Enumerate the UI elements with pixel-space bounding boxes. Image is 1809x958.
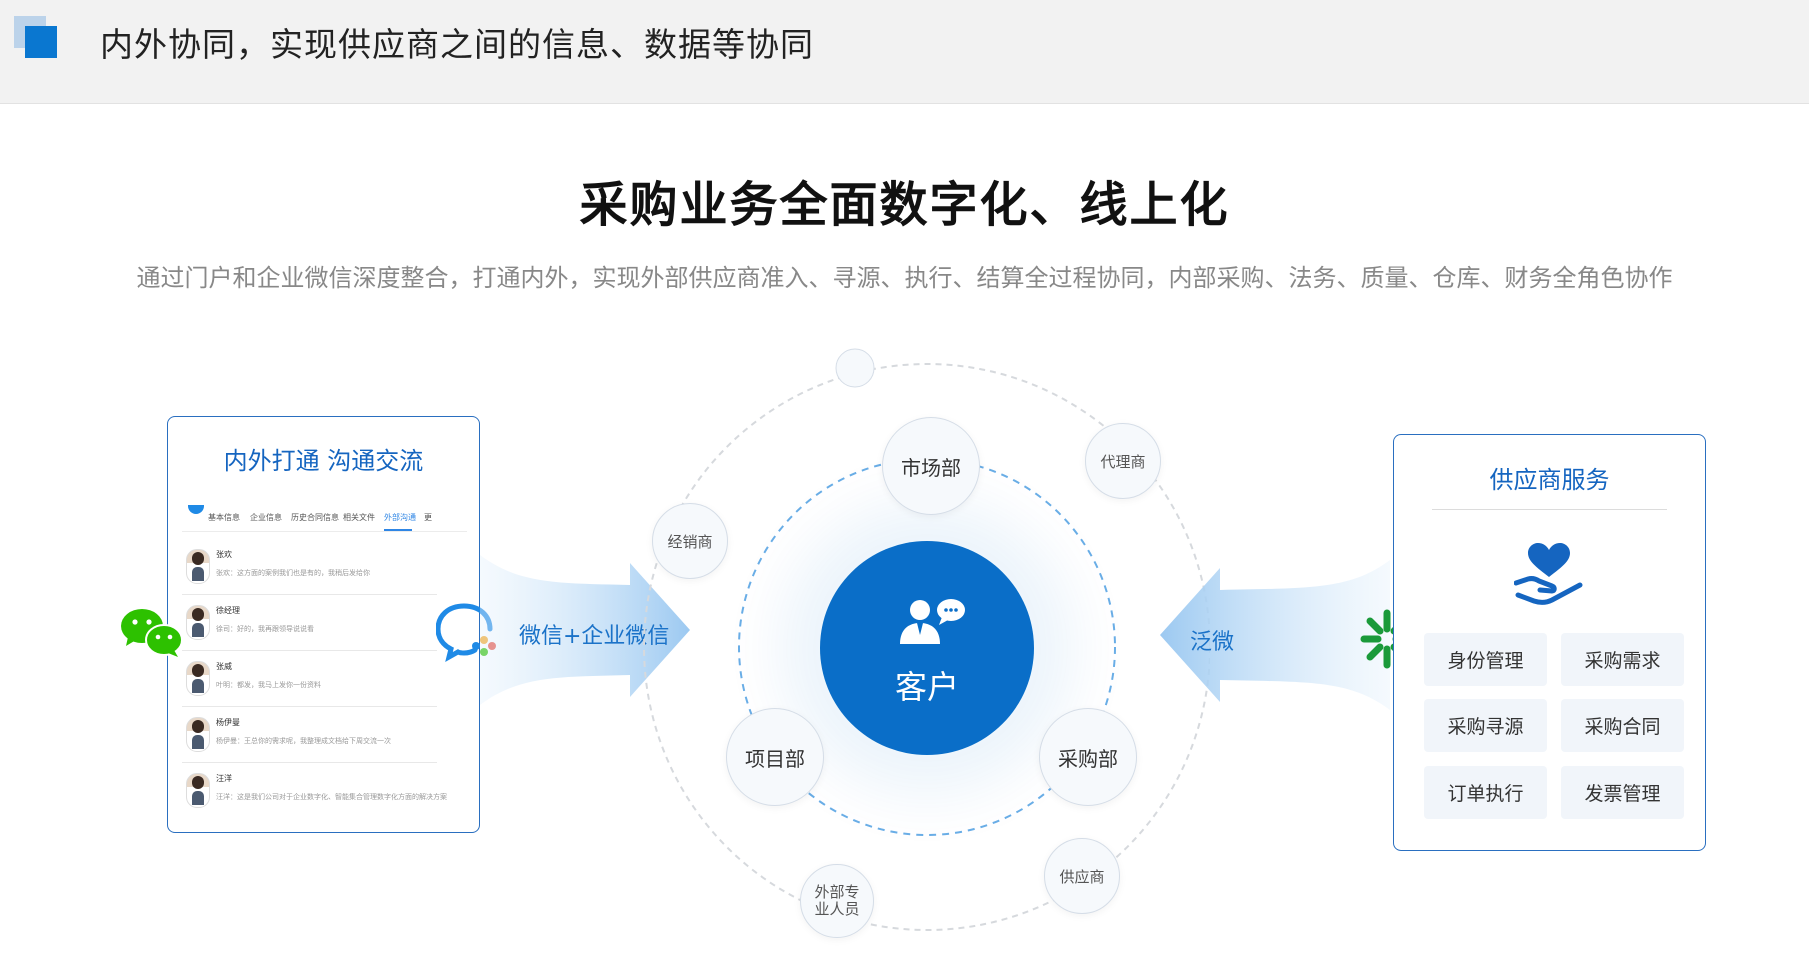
avatar — [186, 773, 210, 808]
service-order[interactable]: 订单执行 — [1424, 766, 1547, 819]
page-title: 内外协同，实现供应商之间的信息、数据等协同 — [100, 25, 814, 64]
customer-chat-icon — [900, 599, 965, 644]
node-procurement[interactable]: 采购部 — [1039, 708, 1137, 806]
chat-item[interactable]: 汪洋 汪洋：这是我们公司对于企业数字化、智能集合管理数字化方面的解决方案 — [182, 763, 447, 818]
customer-label: 客户 — [894, 668, 959, 706]
supplier-service-title: 供应商服务 — [1489, 466, 1610, 494]
chat-message: 徐司：好的，我再跟领导说说看 — [216, 625, 314, 633]
service-demand[interactable]: 采购需求 — [1561, 633, 1684, 686]
heart-hand-icon — [1514, 543, 1583, 605]
header-bar: 内外协同，实现供应商之间的信息、数据等协同 — [0, 0, 1809, 104]
wechat-icon — [121, 609, 183, 657]
tab-files[interactable]: 相关文件 — [343, 513, 375, 522]
node-agent[interactable]: 代理商 — [1085, 423, 1161, 499]
divider — [1432, 509, 1667, 510]
avatar — [186, 549, 210, 584]
chat-item[interactable]: 张欢 张欢：这方面的案例我们也是有的，我稍后发给你 — [182, 539, 437, 595]
chat-name: 张欢 — [216, 550, 232, 559]
left-flow-arrow — [480, 555, 690, 705]
tab-contract-history[interactable]: 历史合同信息 — [291, 513, 339, 522]
avatar — [186, 605, 210, 640]
active-tab-indicator — [384, 529, 412, 531]
node-distributor[interactable]: 经销商 — [652, 503, 728, 579]
mini-tab-bar: 基本信息 企业信息 历史合同信息 相关文件 外部沟通 更 — [182, 505, 467, 532]
communication-card-title: 内外打通 沟通交流 — [223, 447, 424, 475]
chat-name: 张威 — [216, 662, 232, 671]
blue-square-icon-front — [25, 26, 57, 58]
chat-message: 汪洋：这是我们公司对于企业数字化、智能集合管理数字化方面的解决方案 — [216, 793, 447, 801]
chat-item[interactable]: 张威 叶明：都发，我马上发你一份资料 — [182, 651, 437, 707]
chat-message: 杨伊曼：王总你的需求呢，我整理成文档给下周交流一次 — [216, 737, 391, 745]
chat-name: 杨伊曼 — [216, 718, 240, 727]
node-external-experts[interactable]: 外部专业人员 — [800, 864, 874, 938]
bookmark-icon — [188, 505, 204, 514]
tab-external-comm[interactable]: 外部沟通 — [384, 513, 416, 522]
chat-message: 张欢：这方面的案例我们也是有的，我稍后发给你 — [216, 569, 370, 577]
avatar — [186, 661, 210, 696]
chat-name: 汪洋 — [216, 774, 232, 783]
headline: 采购业务全面数字化、线上化 — [579, 177, 1230, 233]
chat-name: 徐经理 — [216, 606, 240, 615]
tab-company-info[interactable]: 企业信息 — [250, 513, 282, 522]
right-flow-arrow — [1160, 560, 1390, 710]
tab-basic-info[interactable]: 基本信息 — [208, 513, 240, 522]
supplier-service-card: 供应商服务 身份管理 采购需求 采购寻源 采购合同 订单执行 发票管理 — [1393, 434, 1706, 851]
service-invoice[interactable]: 发票管理 — [1561, 766, 1684, 819]
service-sourcing[interactable]: 采购寻源 — [1424, 699, 1547, 752]
avatar — [186, 717, 210, 752]
communication-card: 内外打通 沟通交流 基本信息 企业信息 历史合同信息 相关文件 外部沟通 更 张… — [167, 416, 480, 833]
tab-more[interactable]: 更 — [424, 513, 432, 522]
node-marketing[interactable]: 市场部 — [882, 417, 980, 515]
service-contract[interactable]: 采购合同 — [1561, 699, 1684, 752]
chat-item[interactable]: 徐经理 徐司：好的，我再跟领导说说看 — [182, 595, 437, 651]
customer-core[interactable] — [820, 541, 1034, 755]
node-supplier[interactable]: 供应商 — [1044, 838, 1120, 914]
node-project[interactable]: 项目部 — [726, 708, 824, 806]
service-identity[interactable]: 身份管理 — [1424, 633, 1547, 686]
chat-item[interactable]: 杨伊曼 杨伊曼：王总你的需求呢，我整理成文档给下周交流一次 — [182, 707, 437, 763]
subheadline: 通过门户和企业微信深度整合，打通内外，实现外部供应商准入、寻源、执行、结算全过程… — [136, 264, 1673, 292]
right-arrow-label: 泛微 — [1190, 630, 1235, 655]
chat-message: 叶明：都发，我马上发你一份资料 — [216, 681, 321, 689]
